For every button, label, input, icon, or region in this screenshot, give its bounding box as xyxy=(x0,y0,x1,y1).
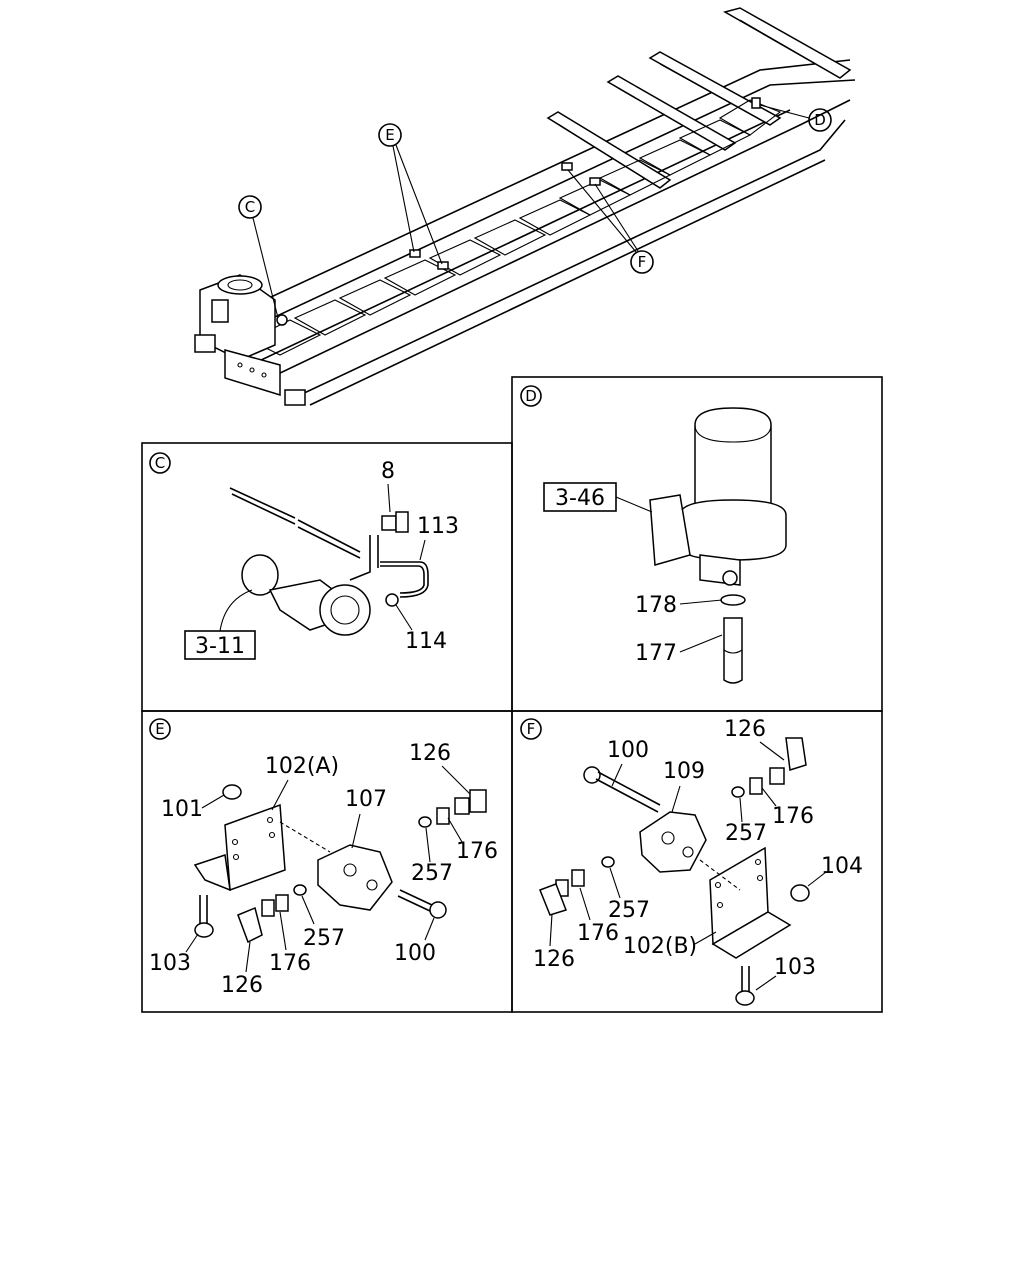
label-109: 109 xyxy=(663,759,705,784)
callout-f: F xyxy=(567,169,654,274)
label-103: 103 xyxy=(774,955,816,980)
svg-text:E: E xyxy=(385,126,394,144)
panel-e: E 102(A) 101 xyxy=(149,718,498,998)
label-103: 103 xyxy=(149,951,191,976)
label-102b: 102(B) xyxy=(623,934,697,959)
label-104: 104 xyxy=(821,854,863,879)
label-126-top: 126 xyxy=(409,741,451,766)
label-100: 100 xyxy=(394,941,436,966)
svg-text:D: D xyxy=(814,111,826,129)
label-176-right: 176 xyxy=(456,839,498,864)
ref-box-3-11: 3-11 xyxy=(195,634,245,659)
callout-e: E xyxy=(378,123,443,265)
label-257-right: 257 xyxy=(411,861,453,886)
label-126-left: 126 xyxy=(533,947,575,972)
label-176-bottom: 176 xyxy=(269,951,311,976)
label-176-left: 176 xyxy=(577,921,619,946)
label-8: 8 xyxy=(381,459,395,484)
label-257-left: 257 xyxy=(608,898,650,923)
svg-text:C: C xyxy=(155,454,165,472)
label-100: 100 xyxy=(607,738,649,763)
svg-text:E: E xyxy=(155,720,164,738)
svg-text:C: C xyxy=(245,198,255,216)
panel-borders xyxy=(141,376,883,1013)
label-126-top: 126 xyxy=(724,717,766,742)
panel-d: D 3-46 178 177 xyxy=(520,385,787,684)
label-107: 107 xyxy=(345,787,387,812)
svg-text:F: F xyxy=(527,720,536,738)
svg-text:D: D xyxy=(525,387,537,405)
label-101: 101 xyxy=(161,797,203,822)
label-102a: 102(A) xyxy=(265,754,339,779)
label-177: 177 xyxy=(635,641,677,666)
label-113: 113 xyxy=(417,514,459,539)
chassis-frame-drawing xyxy=(194,7,856,406)
panel-f: F 100 109 126 xyxy=(520,717,863,1006)
ref-box-3-46: 3-46 xyxy=(555,486,605,511)
svg-text:F: F xyxy=(638,253,647,271)
label-257-mid: 257 xyxy=(303,926,345,951)
label-126-bottom: 126 xyxy=(221,973,263,998)
label-178: 178 xyxy=(635,593,677,618)
panel-c: C 8 113 114 3-11 xyxy=(149,452,459,660)
label-257-right: 257 xyxy=(725,821,767,846)
callout-d: D xyxy=(759,104,832,132)
label-114: 114 xyxy=(405,629,447,654)
callout-c: C xyxy=(238,195,279,319)
label-176-right: 176 xyxy=(772,804,814,829)
